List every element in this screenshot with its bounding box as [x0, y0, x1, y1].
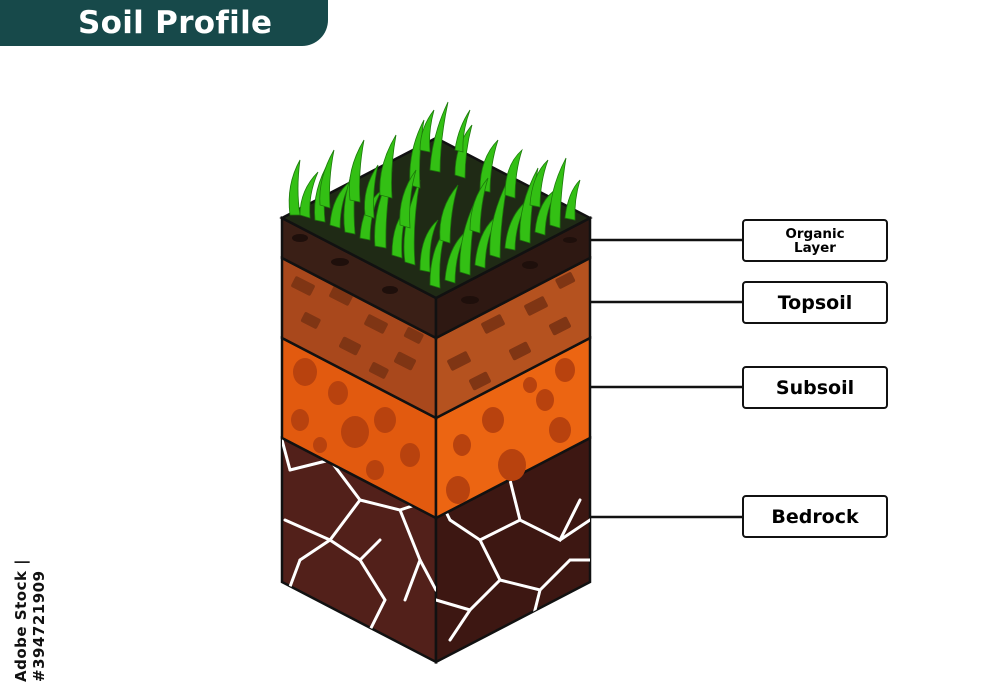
page-title: Soil Profile — [78, 5, 273, 41]
organic-layer-label: Organic Layer — [785, 225, 845, 256]
topsoil-layer — [280, 255, 592, 421]
label-organic-layer: Organic Layer — [742, 219, 888, 262]
organic-layer — [280, 215, 592, 341]
stock-watermark-id: Adobe Stock | #394721909 — [12, 558, 48, 682]
label-subsoil: Subsoil — [742, 366, 888, 409]
topsoil-label: Topsoil — [777, 291, 853, 314]
label-bedrock: Bedrock — [742, 495, 888, 538]
bedrock-label: Bedrock — [771, 505, 859, 528]
label-topsoil: Topsoil — [742, 281, 888, 324]
leader-lines — [590, 238, 742, 519]
title-banner: Soil Profile — [0, 0, 328, 46]
subsoil-label: Subsoil — [775, 376, 855, 399]
grass — [288, 101, 581, 289]
